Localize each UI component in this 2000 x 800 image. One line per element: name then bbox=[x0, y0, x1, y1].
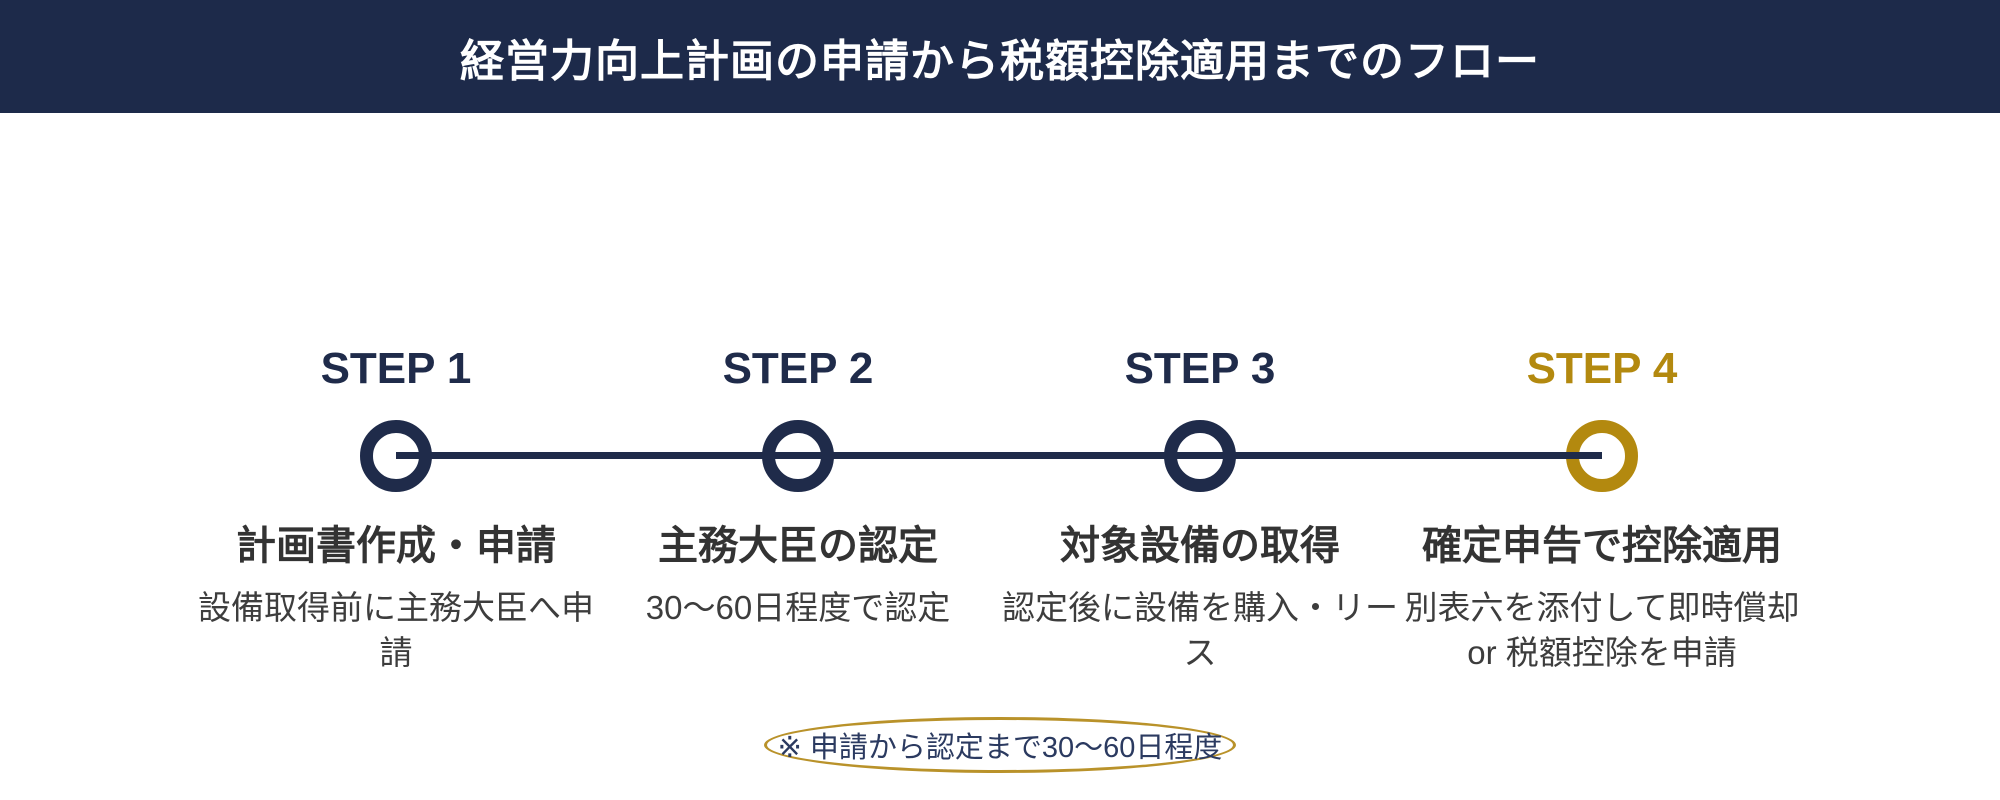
step-3-title: 対象設備の取得 bbox=[1060, 524, 1340, 568]
timeline-line bbox=[396, 452, 1602, 459]
step-2-description: 30〜60日程度で認定 bbox=[645, 589, 951, 626]
step-1-title: 計画書作成・申請 bbox=[236, 524, 556, 568]
step-4-description: 別表六を添付して即時償却 or 税額控除を申請 bbox=[1404, 589, 1800, 671]
step-2: STEP 2 主務大臣の認定 30〜60日程度で認定 bbox=[597, 0, 999, 800]
step-4-title: 確定申告で控除適用 bbox=[1422, 524, 1782, 568]
step-4: STEP 4 確定申告で控除適用 別表六を添付して即時償却 or 税額控除を申請 bbox=[1401, 0, 1803, 800]
step-1: STEP 1 計画書作成・申請 設備取得前に主務大臣へ申 請 bbox=[195, 0, 597, 800]
step-4-label: STEP 4 bbox=[1526, 344, 1678, 393]
annotation-text: ※ 申請から認定まで30〜60日程度 bbox=[777, 732, 1223, 764]
header-bar: 経営力向上計画の申請から税額控除適用までのフロー bbox=[0, 0, 2000, 113]
step-3-label: STEP 3 bbox=[1124, 344, 1276, 393]
step-2-title: 主務大臣の認定 bbox=[658, 524, 938, 568]
step-1-label: STEP 1 bbox=[320, 344, 472, 393]
step-1-description: 設備取得前に主務大臣へ申 請 bbox=[198, 589, 594, 671]
steps-row: STEP 1 計画書作成・申請 設備取得前に主務大臣へ申 請 STEP 2 主務… bbox=[195, 0, 1803, 800]
annotation-ellipse: ※ 申請から認定まで30〜60日程度 bbox=[764, 717, 1236, 773]
step-2-label: STEP 2 bbox=[722, 344, 874, 393]
page-title: 経営力向上計画の申請から税額控除適用までのフロー bbox=[460, 36, 1540, 86]
step-3: STEP 3 対象設備の取得 認定後に設備を購入・リー ス bbox=[999, 0, 1401, 800]
step-3-description: 認定後に設備を購入・リー ス bbox=[1002, 589, 1398, 671]
